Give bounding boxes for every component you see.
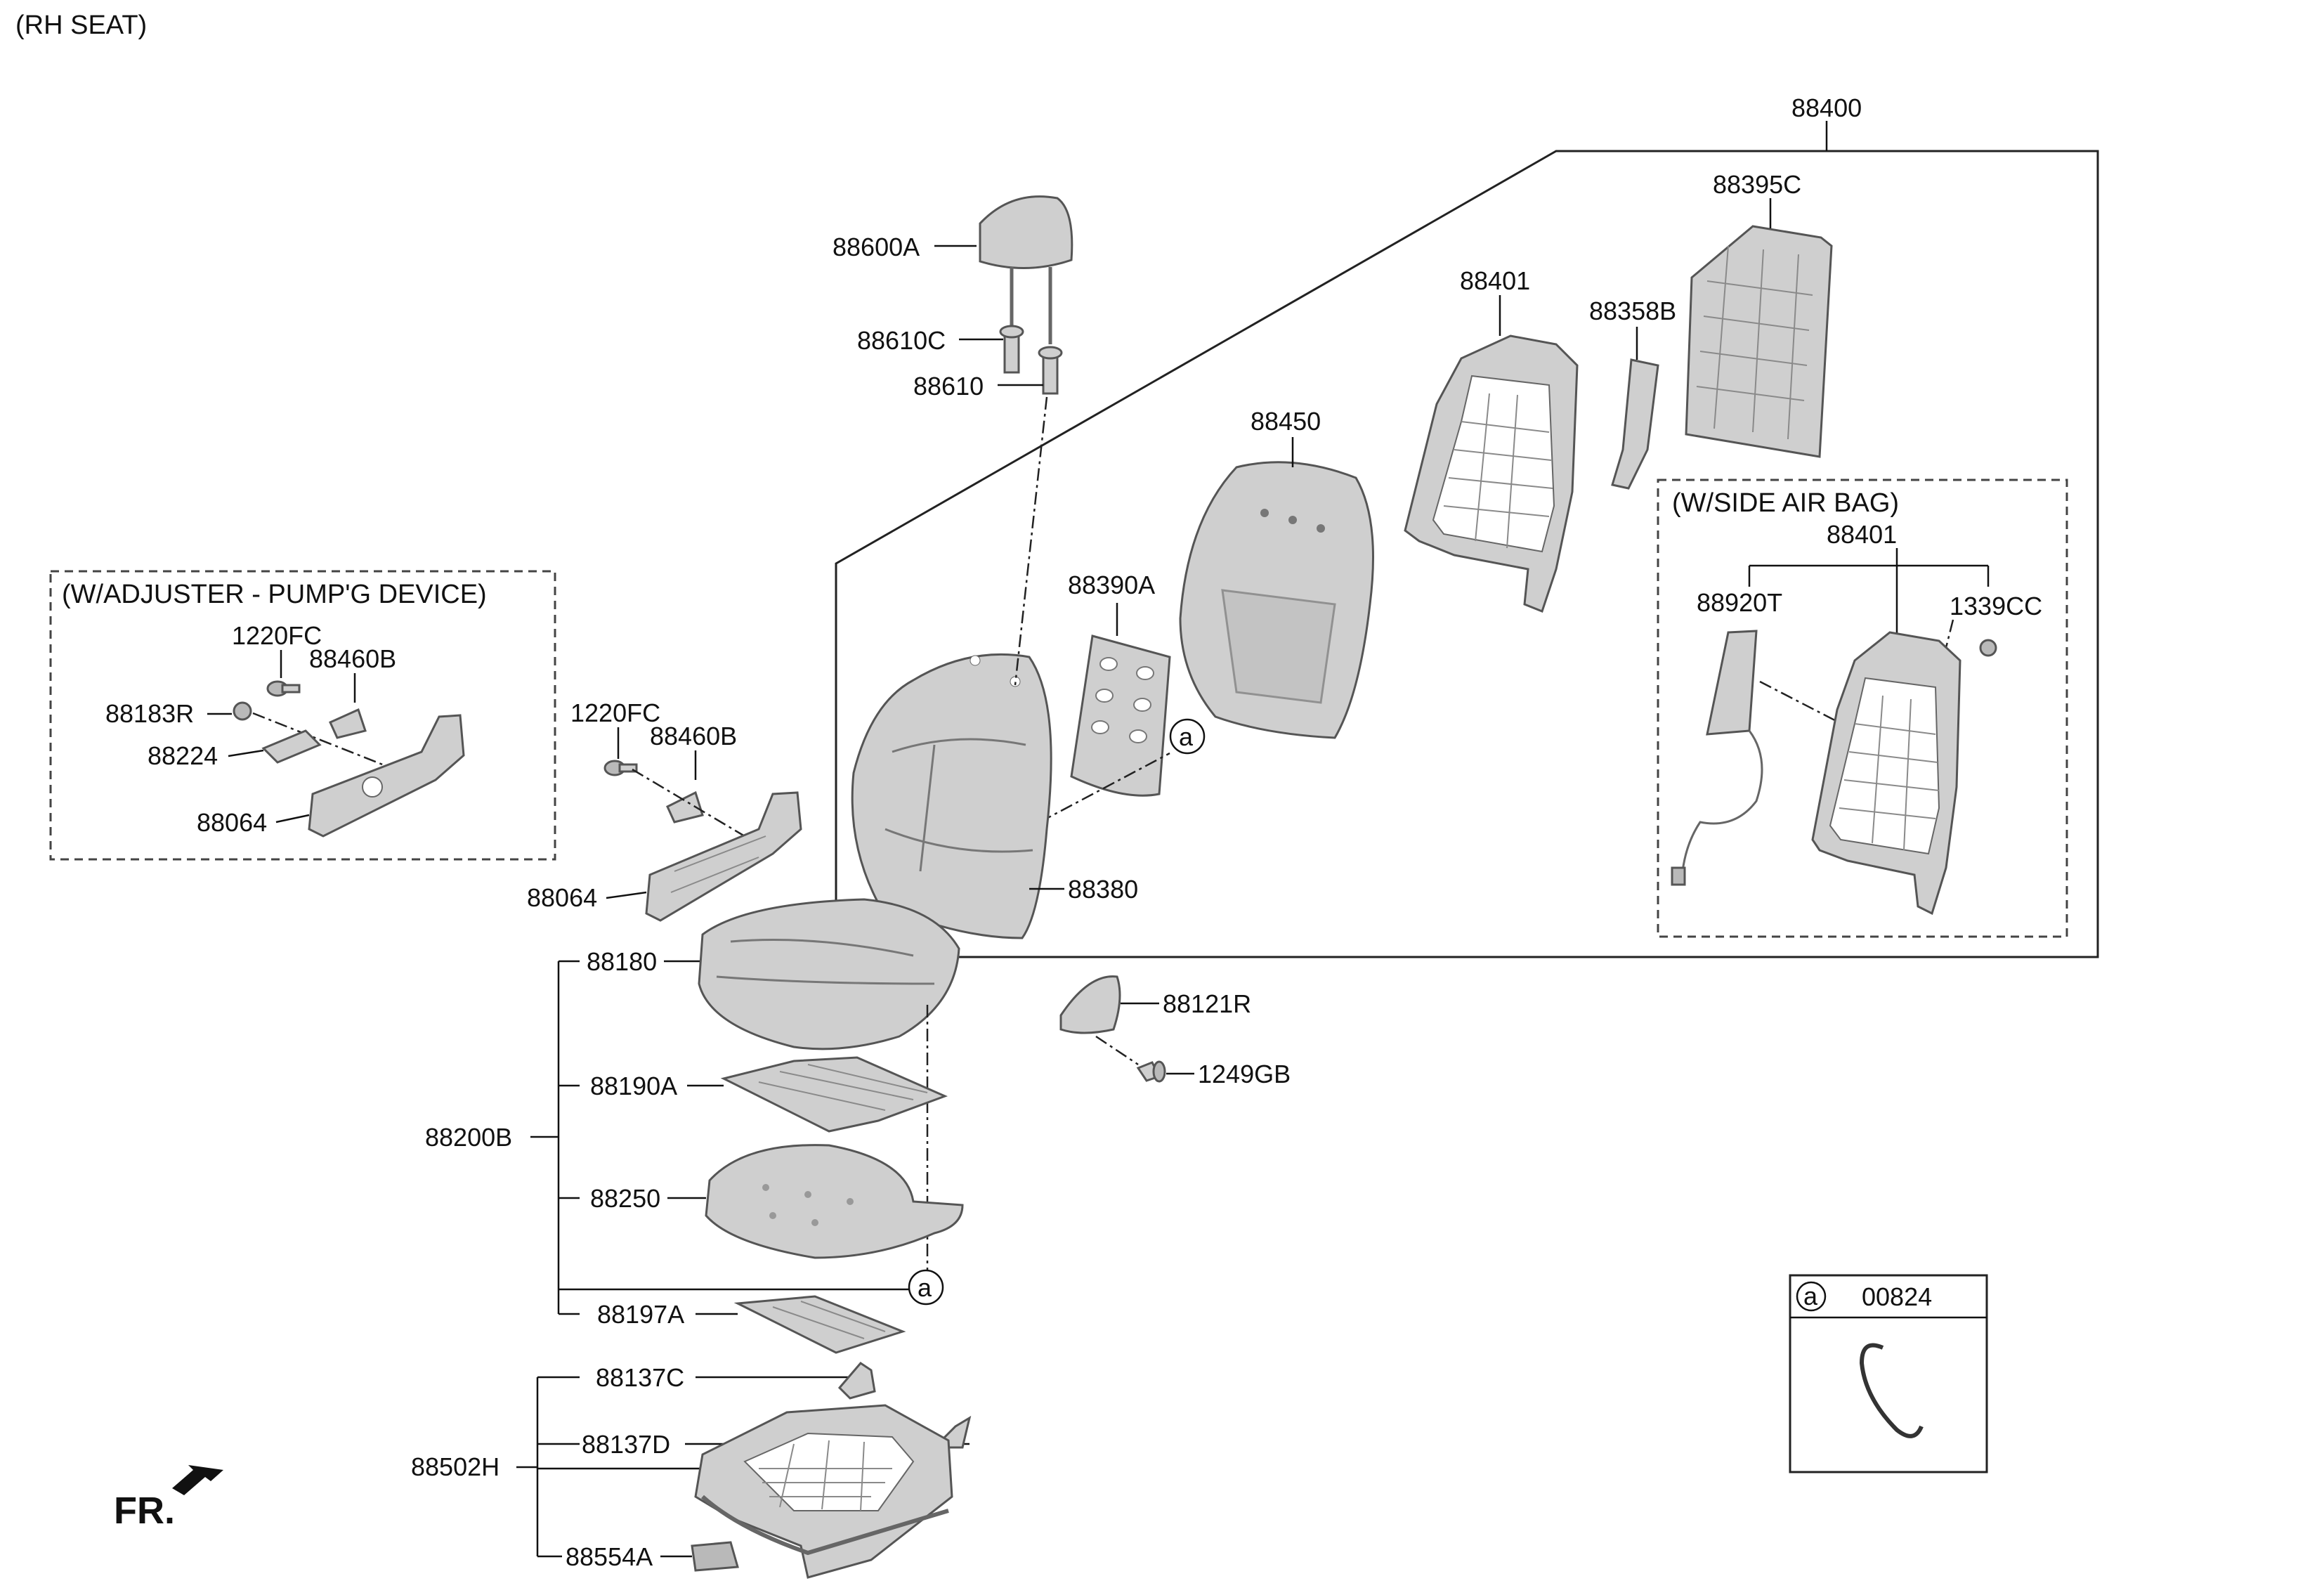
back-trim-88380 — [851, 653, 1052, 939]
cover-88460b — [666, 790, 704, 824]
callout-a-back — [1169, 718, 1206, 755]
label-88180: 88180 — [587, 947, 657, 976]
label-88400: 88400 — [1791, 93, 1862, 122]
side-airbag-inset-box — [1657, 479, 2068, 938]
heater-mat-88190a — [720, 1056, 948, 1133]
label-88121r: 88121R — [1163, 989, 1251, 1018]
label-88358b: 88358B — [1589, 297, 1676, 325]
cover-88460b-inset — [329, 708, 367, 739]
label-88390a: 88390A — [1068, 571, 1155, 599]
bolt-1220fc-inset — [266, 680, 301, 697]
label-1339cc: 1339CC — [1950, 592, 2042, 620]
label-88610: 88610 — [913, 372, 984, 401]
plate-88197a — [733, 1295, 906, 1354]
legend-part-number: 00824 — [1862, 1282, 1932, 1311]
shield-88064 — [645, 791, 802, 922]
plate-88390a — [1070, 634, 1171, 797]
label-88380: 88380 — [1068, 875, 1138, 904]
label-88460b: 88460B — [650, 722, 737, 750]
knob-88183r — [233, 701, 252, 721]
guide-88610 — [1038, 346, 1063, 395]
bracket-88137c — [837, 1362, 876, 1400]
label-88137d: 88137D — [582, 1430, 670, 1459]
label-88250: 88250 — [590, 1184, 660, 1213]
label-1220fc-inset: 1220FC — [232, 621, 322, 650]
cover-88121r — [1059, 975, 1121, 1034]
bolt-1339cc — [1979, 639, 1997, 657]
label-88137c: 88137C — [596, 1363, 684, 1392]
label-88920t: 88920T — [1697, 588, 1782, 617]
label-88450: 88450 — [1251, 407, 1321, 436]
label-1249gb: 1249GB — [1198, 1060, 1291, 1088]
label-88502h: 88502H — [411, 1452, 500, 1481]
label-88401: 88401 — [1460, 266, 1530, 295]
back-frame-88401 — [1404, 334, 1579, 613]
label-88200b: 88200B — [425, 1123, 512, 1152]
screw-1249gb — [1136, 1060, 1166, 1083]
cushion-pad-88250 — [705, 1144, 964, 1259]
back-cover-88395c — [1685, 225, 1833, 458]
label-88600a: 88600A — [833, 233, 920, 261]
shield-88064-inset — [308, 714, 465, 838]
label-88064: 88064 — [527, 883, 597, 912]
label-88224: 88224 — [148, 741, 218, 770]
back-frame-88401-sab — [1811, 631, 1961, 916]
airbag-module-88920t — [1671, 630, 1763, 886]
front-arrow-icon — [172, 1465, 223, 1495]
label-88401-sab: 88401 — [1827, 520, 1897, 549]
cushion-cover-88180 — [698, 898, 960, 1050]
legend-box — [1789, 1274, 1988, 1473]
label-88064-inset: 88064 — [197, 808, 267, 837]
label-1220fc: 1220FC — [570, 698, 660, 727]
guide-88610c — [999, 325, 1024, 374]
bracket-88358b — [1611, 358, 1659, 490]
callout-a-cushion-label: a — [918, 1273, 932, 1302]
lever-88224 — [261, 729, 322, 764]
page-title: (RH SEAT) — [15, 11, 147, 40]
bolt-1220fc — [603, 760, 638, 776]
label-88395c: 88395C — [1713, 170, 1801, 199]
back-pad-88450 — [1179, 461, 1374, 739]
label-88460b-inset: 88460B — [309, 644, 396, 673]
module-88554a — [691, 1541, 739, 1572]
adjuster-inset-title: (W/ADJUSTER - PUMP'G DEVICE) — [62, 580, 487, 609]
adjuster-inset-box — [49, 570, 556, 861]
side-airbag-inset-title: (W/SIDE AIR BAG) — [1672, 488, 1899, 518]
label-88190a: 88190A — [590, 1072, 677, 1100]
headrest-88600a — [979, 195, 1073, 344]
callout-a-cushion — [908, 1269, 944, 1306]
label-88610c: 88610C — [857, 326, 946, 355]
callout-a-back-label: a — [1179, 722, 1194, 751]
front-orientation-label: FR. — [114, 1490, 175, 1532]
hog-ring-00824 — [1859, 1343, 1924, 1438]
legend-callout-circle — [1796, 1281, 1827, 1312]
seat-track-frame — [694, 1404, 953, 1579]
label-88554a: 88554A — [566, 1542, 653, 1571]
label-88183r: 88183R — [105, 699, 194, 728]
label-88197a: 88197A — [597, 1300, 684, 1329]
legend-callout-label: a — [1803, 1282, 1818, 1310]
